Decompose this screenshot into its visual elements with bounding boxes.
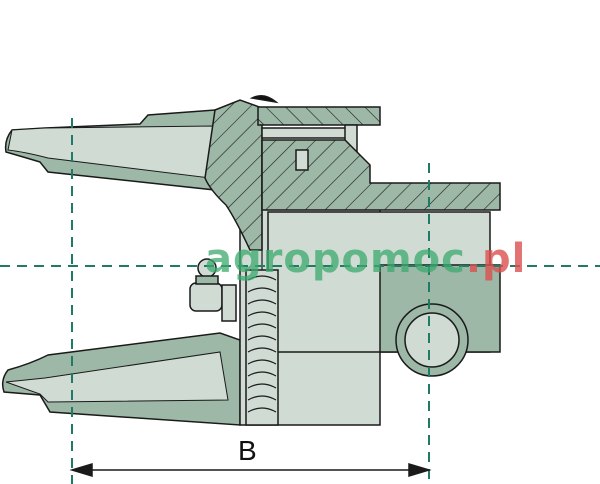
watermark-suffix: .pl: [465, 236, 527, 282]
dimension-b: [69, 462, 432, 478]
top-bar: [257, 106, 381, 126]
watermark-text: agropomoc: [205, 236, 466, 282]
spline-rib: [247, 371, 277, 377]
spline-rib: [247, 323, 277, 329]
spline-rib: [247, 383, 277, 389]
hub-section: [204, 99, 263, 251]
spline-rib: [247, 347, 277, 353]
spline-rib: [247, 395, 277, 401]
spline-rib: [247, 287, 277, 293]
spline-rib: [247, 275, 277, 281]
watermark-logo: agropomoc.pl: [205, 236, 526, 282]
grease-nipple: [189, 258, 237, 322]
shaft-housing-section: [261, 139, 501, 211]
spline-rib: [247, 311, 277, 317]
spline-rib: [247, 407, 277, 413]
spline-rib: [247, 299, 277, 305]
spline-rib: [247, 335, 277, 341]
spline-rib: [247, 359, 277, 365]
dimension-label: B: [238, 435, 257, 466]
